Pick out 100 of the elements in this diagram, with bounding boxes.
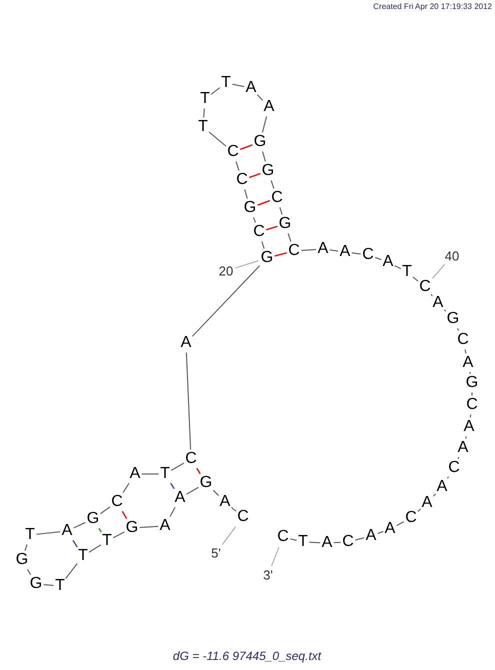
backbone-line [256,94,264,101]
base-letter: C [448,460,460,476]
base-letter: G [278,216,292,232]
base-pair-line [248,173,261,178]
backbone-line [65,563,78,579]
base-letter: A [384,521,396,537]
base-letter: T [78,548,88,564]
base-pair-line [266,226,278,230]
base-letter: C [185,451,197,467]
base-letter: A [458,440,468,456]
backbone-line [43,584,54,586]
base-letter: G [254,134,266,150]
backbone-line [186,486,199,495]
base-letter: C [277,529,289,545]
backbone-line [329,249,339,252]
base-letter: C [466,397,478,413]
base-letter: G [200,475,212,491]
base-letter: A [160,518,170,534]
backbone-line [236,160,240,172]
backbone-line [470,414,472,418]
base-letter: C [405,510,417,526]
base-letter: A [464,419,474,435]
base-letter: T [221,75,231,91]
backbone-line [73,522,86,528]
backbone-line [464,348,466,354]
base-letter: A [220,494,230,510]
base-letter: G [16,552,28,568]
backbone-line [270,180,274,190]
base-letter: G [30,576,42,592]
backbone-line [300,248,317,251]
creation-date: Created Fri Apr 20 17:19:33 2012 [373,3,492,11]
backbone-line [244,188,248,200]
base-letter: G [244,200,256,216]
base-letter: C [237,509,249,525]
base-pair-line [196,468,201,474]
base-letter: A [264,99,274,115]
base-letter: G [86,511,100,527]
leader-line [270,546,280,567]
leader-line [235,260,259,268]
base-letter: T [198,119,208,135]
backbone-line [412,276,419,282]
backbone-line [208,132,227,147]
strand-end-label: 5' [211,546,221,560]
base-letter: A [318,241,328,257]
backbone-line [26,568,32,576]
backbone-line [469,372,471,374]
base-pair-line [240,144,253,150]
base-letter: G [126,520,138,536]
backbone-line [122,482,130,494]
backbone-line [170,506,176,518]
base-letter: T [102,533,112,549]
backbone-line [24,544,28,552]
backbone-line [377,530,384,534]
backbone-line [444,309,446,312]
base-letter: A [174,490,186,506]
backbone-line [430,294,433,297]
backbone-line [170,462,184,471]
backbone-line [262,150,266,162]
backbone-line [100,506,110,514]
backbone-line [432,493,436,497]
base-letter: A [130,466,140,482]
base-letter: A [462,355,474,371]
base-letter: A [436,479,448,495]
backbone-line [458,456,460,460]
backbone-line [139,526,159,528]
backbone-line [417,508,422,512]
backbone-line [261,240,265,250]
base-letter: C [227,144,239,160]
base-pair-line [257,200,270,206]
leader-line [222,526,236,546]
backbone-line [36,531,61,535]
backbone-line [203,108,205,118]
base-letter: G [262,163,274,179]
backbone-line [279,206,283,216]
strand-end-label: 3' [263,568,273,582]
base-letter: T [160,466,170,482]
base-letter: T [402,264,412,280]
backbone-line [212,490,220,496]
base-letter: C [342,534,354,550]
backbone-line [456,328,460,332]
backbone-line [210,87,220,95]
backbone-line [333,542,342,544]
base-letter: C [236,172,248,188]
base-letter: A [322,535,332,551]
base-letter: A [62,523,72,539]
base-letter: A [340,244,350,260]
backbone-line [374,257,382,260]
base-letter: C [288,243,300,259]
backbone-line [253,216,256,224]
backbone-line [192,265,260,337]
backbone-line [290,538,298,541]
base-letter: G [466,375,478,391]
backbone-line [446,476,450,479]
base-letter: C [362,247,374,263]
base-letter: C [253,224,265,240]
base-letter: G [260,250,274,266]
base-pair-line [274,252,287,257]
base-letter: A [432,295,444,311]
base-letter: A [180,335,192,351]
leader-line [432,264,446,279]
